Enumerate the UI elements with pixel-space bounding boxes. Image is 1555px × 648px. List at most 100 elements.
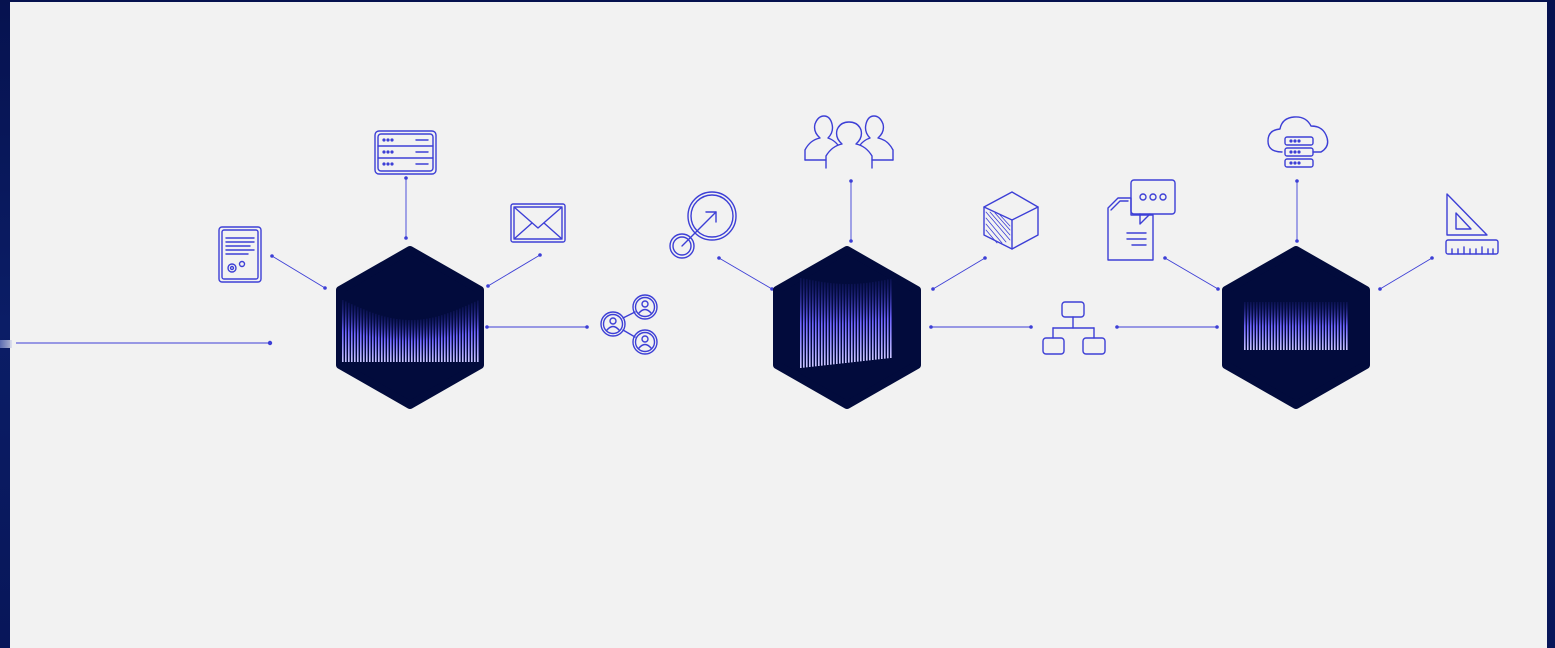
waveform-bar — [423, 319, 425, 362]
waveform-bar — [1289, 302, 1291, 350]
waveform-bar — [806, 279, 808, 368]
connectors — [271, 178, 1433, 328]
triangle-ruler-icon — [1445, 193, 1499, 255]
waveform-bar — [453, 310, 455, 362]
hierarchy-icon — [1042, 301, 1106, 355]
waveform-bar — [818, 281, 820, 366]
waveform-bar — [851, 283, 853, 363]
mail-envelope-icon — [510, 203, 566, 243]
waveform-bar — [441, 315, 443, 362]
waveform-bar — [1313, 302, 1315, 350]
waveform-bar — [459, 308, 461, 362]
waveform-bar — [881, 280, 883, 359]
hub-hexagon-2 — [773, 246, 921, 409]
waveform-bar — [477, 300, 479, 362]
waveform-bar — [1325, 302, 1327, 350]
waveform-bar — [824, 282, 826, 366]
waveform-bar — [465, 305, 467, 362]
connector-line — [487, 254, 541, 287]
waveform-bar — [1271, 302, 1273, 350]
waveform-bar — [1244, 302, 1246, 350]
waveform-bar — [827, 282, 829, 365]
waveform-bar — [854, 283, 856, 362]
target-arrow-icon — [669, 191, 737, 259]
waveform-bars — [800, 278, 892, 368]
waveform-bar — [1304, 302, 1306, 350]
waveform-bar — [866, 282, 868, 361]
waveform-bar — [366, 310, 368, 362]
waveform-bar — [1277, 302, 1279, 350]
connector-line — [932, 257, 986, 290]
waveform-bar — [887, 279, 889, 359]
waveform-bar — [396, 318, 398, 362]
waveform-bar — [462, 307, 464, 362]
waveform-bar — [1256, 302, 1258, 350]
waveform-bar — [830, 283, 832, 365]
waveform-bar — [869, 282, 871, 361]
waveform-bar — [1286, 302, 1288, 350]
waveform-bar — [351, 304, 353, 362]
entry-connector — [16, 340, 273, 346]
waveform-bar — [381, 315, 383, 362]
waveform-bar — [803, 278, 805, 368]
waveform-bar — [1319, 302, 1321, 350]
waveform-bar — [429, 318, 431, 362]
waveform-bar — [369, 311, 371, 362]
waveform-bar — [836, 283, 838, 364]
waveform-bar — [1274, 302, 1276, 350]
waveform-bar — [1334, 302, 1336, 350]
waveform-bar — [414, 319, 416, 362]
waveform-bar — [1343, 302, 1345, 350]
edge-marker — [0, 340, 12, 348]
waveform-bar — [821, 281, 823, 366]
waveform-bar — [390, 317, 392, 362]
waveform-bar — [839, 283, 841, 364]
waveform-bar — [833, 283, 835, 365]
waveform-bar — [878, 281, 880, 360]
waveform-bar — [1295, 302, 1297, 350]
waveform-bar — [435, 316, 437, 362]
waveform-bar — [812, 280, 814, 367]
waveform-bar — [1298, 302, 1300, 350]
waveform-bar — [1301, 302, 1303, 350]
connector-dots — [270, 176, 1434, 329]
waveform-bar — [1250, 302, 1252, 350]
waveform-bar — [387, 317, 389, 362]
cube-icon — [983, 191, 1039, 250]
waveform-bar — [1328, 302, 1330, 350]
waveform-bar — [363, 309, 365, 362]
waveform-bar — [447, 313, 449, 362]
waveform-bar — [875, 281, 877, 360]
server-rack-icon — [374, 130, 437, 175]
waveform-bar — [872, 282, 874, 360]
waveform-bar — [354, 305, 356, 362]
waveform-bar — [348, 302, 350, 362]
waveform-bar — [408, 319, 410, 362]
waveform-bar — [342, 300, 344, 362]
waveform-bar — [474, 301, 476, 362]
waveform-bar — [393, 318, 395, 362]
connector-line — [718, 257, 773, 290]
waveform-bar — [402, 319, 404, 362]
waveform-bar — [1340, 302, 1342, 350]
waveform-bar — [399, 319, 401, 362]
waveform-bar — [842, 283, 844, 364]
waveform-bar — [1331, 302, 1333, 350]
waveform-bar — [1283, 302, 1285, 350]
waveform-bar — [857, 283, 859, 362]
document-chat-icon — [1107, 179, 1176, 261]
waveform-bar — [1307, 302, 1309, 350]
waveform-bar — [1346, 302, 1348, 350]
waveform-bar — [1268, 302, 1270, 350]
waveform-bar — [426, 318, 428, 362]
waveform-bar — [890, 278, 892, 358]
waveform-bar — [809, 279, 811, 367]
waveform-bar — [845, 283, 847, 363]
waveform-bar — [444, 314, 446, 362]
waveform-bar — [1280, 302, 1282, 350]
waveform-bars — [342, 300, 479, 362]
waveform-bar — [1337, 302, 1339, 350]
waveform-bar — [1316, 302, 1318, 350]
waveform-bar — [860, 283, 862, 362]
